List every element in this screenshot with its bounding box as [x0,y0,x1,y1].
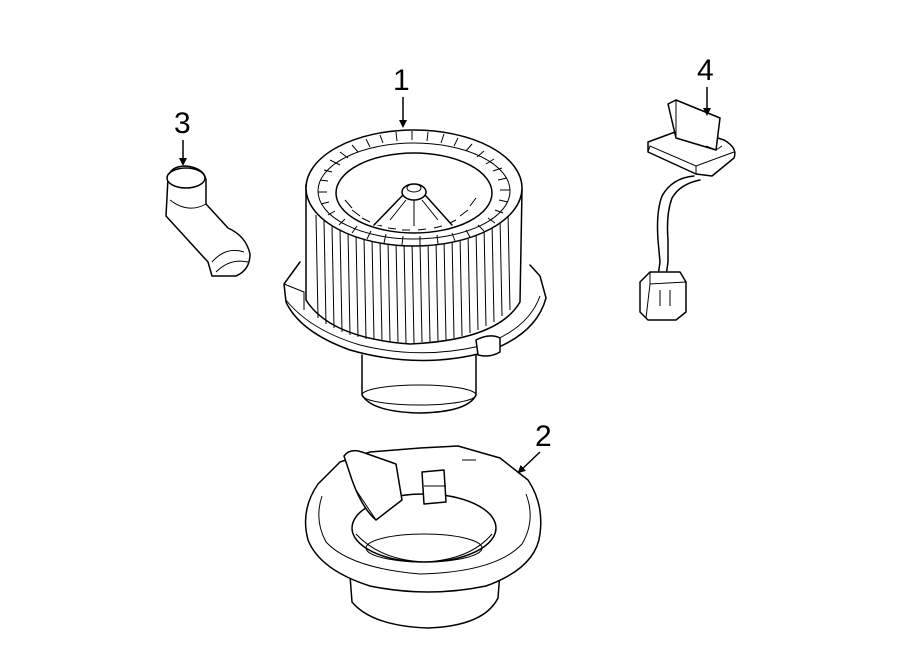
callout-2-arrow [517,451,541,474]
air-duct-elbow[interactable] [165,165,251,277]
callout-3-label: 3 [174,107,191,140]
callout-4-label: 4 [697,54,714,87]
callout-2-label: 2 [535,420,552,453]
blower-housing[interactable] [304,445,542,629]
callout-1: 1 [393,64,410,128]
callout-1-label: 1 [393,64,410,97]
callout-3: 3 [174,107,191,166]
blower-motor[interactable] [283,129,547,414]
blower-resistor[interactable] [639,99,736,321]
callout-2: 2 [517,420,552,474]
callout-4: 4 [697,54,714,116]
